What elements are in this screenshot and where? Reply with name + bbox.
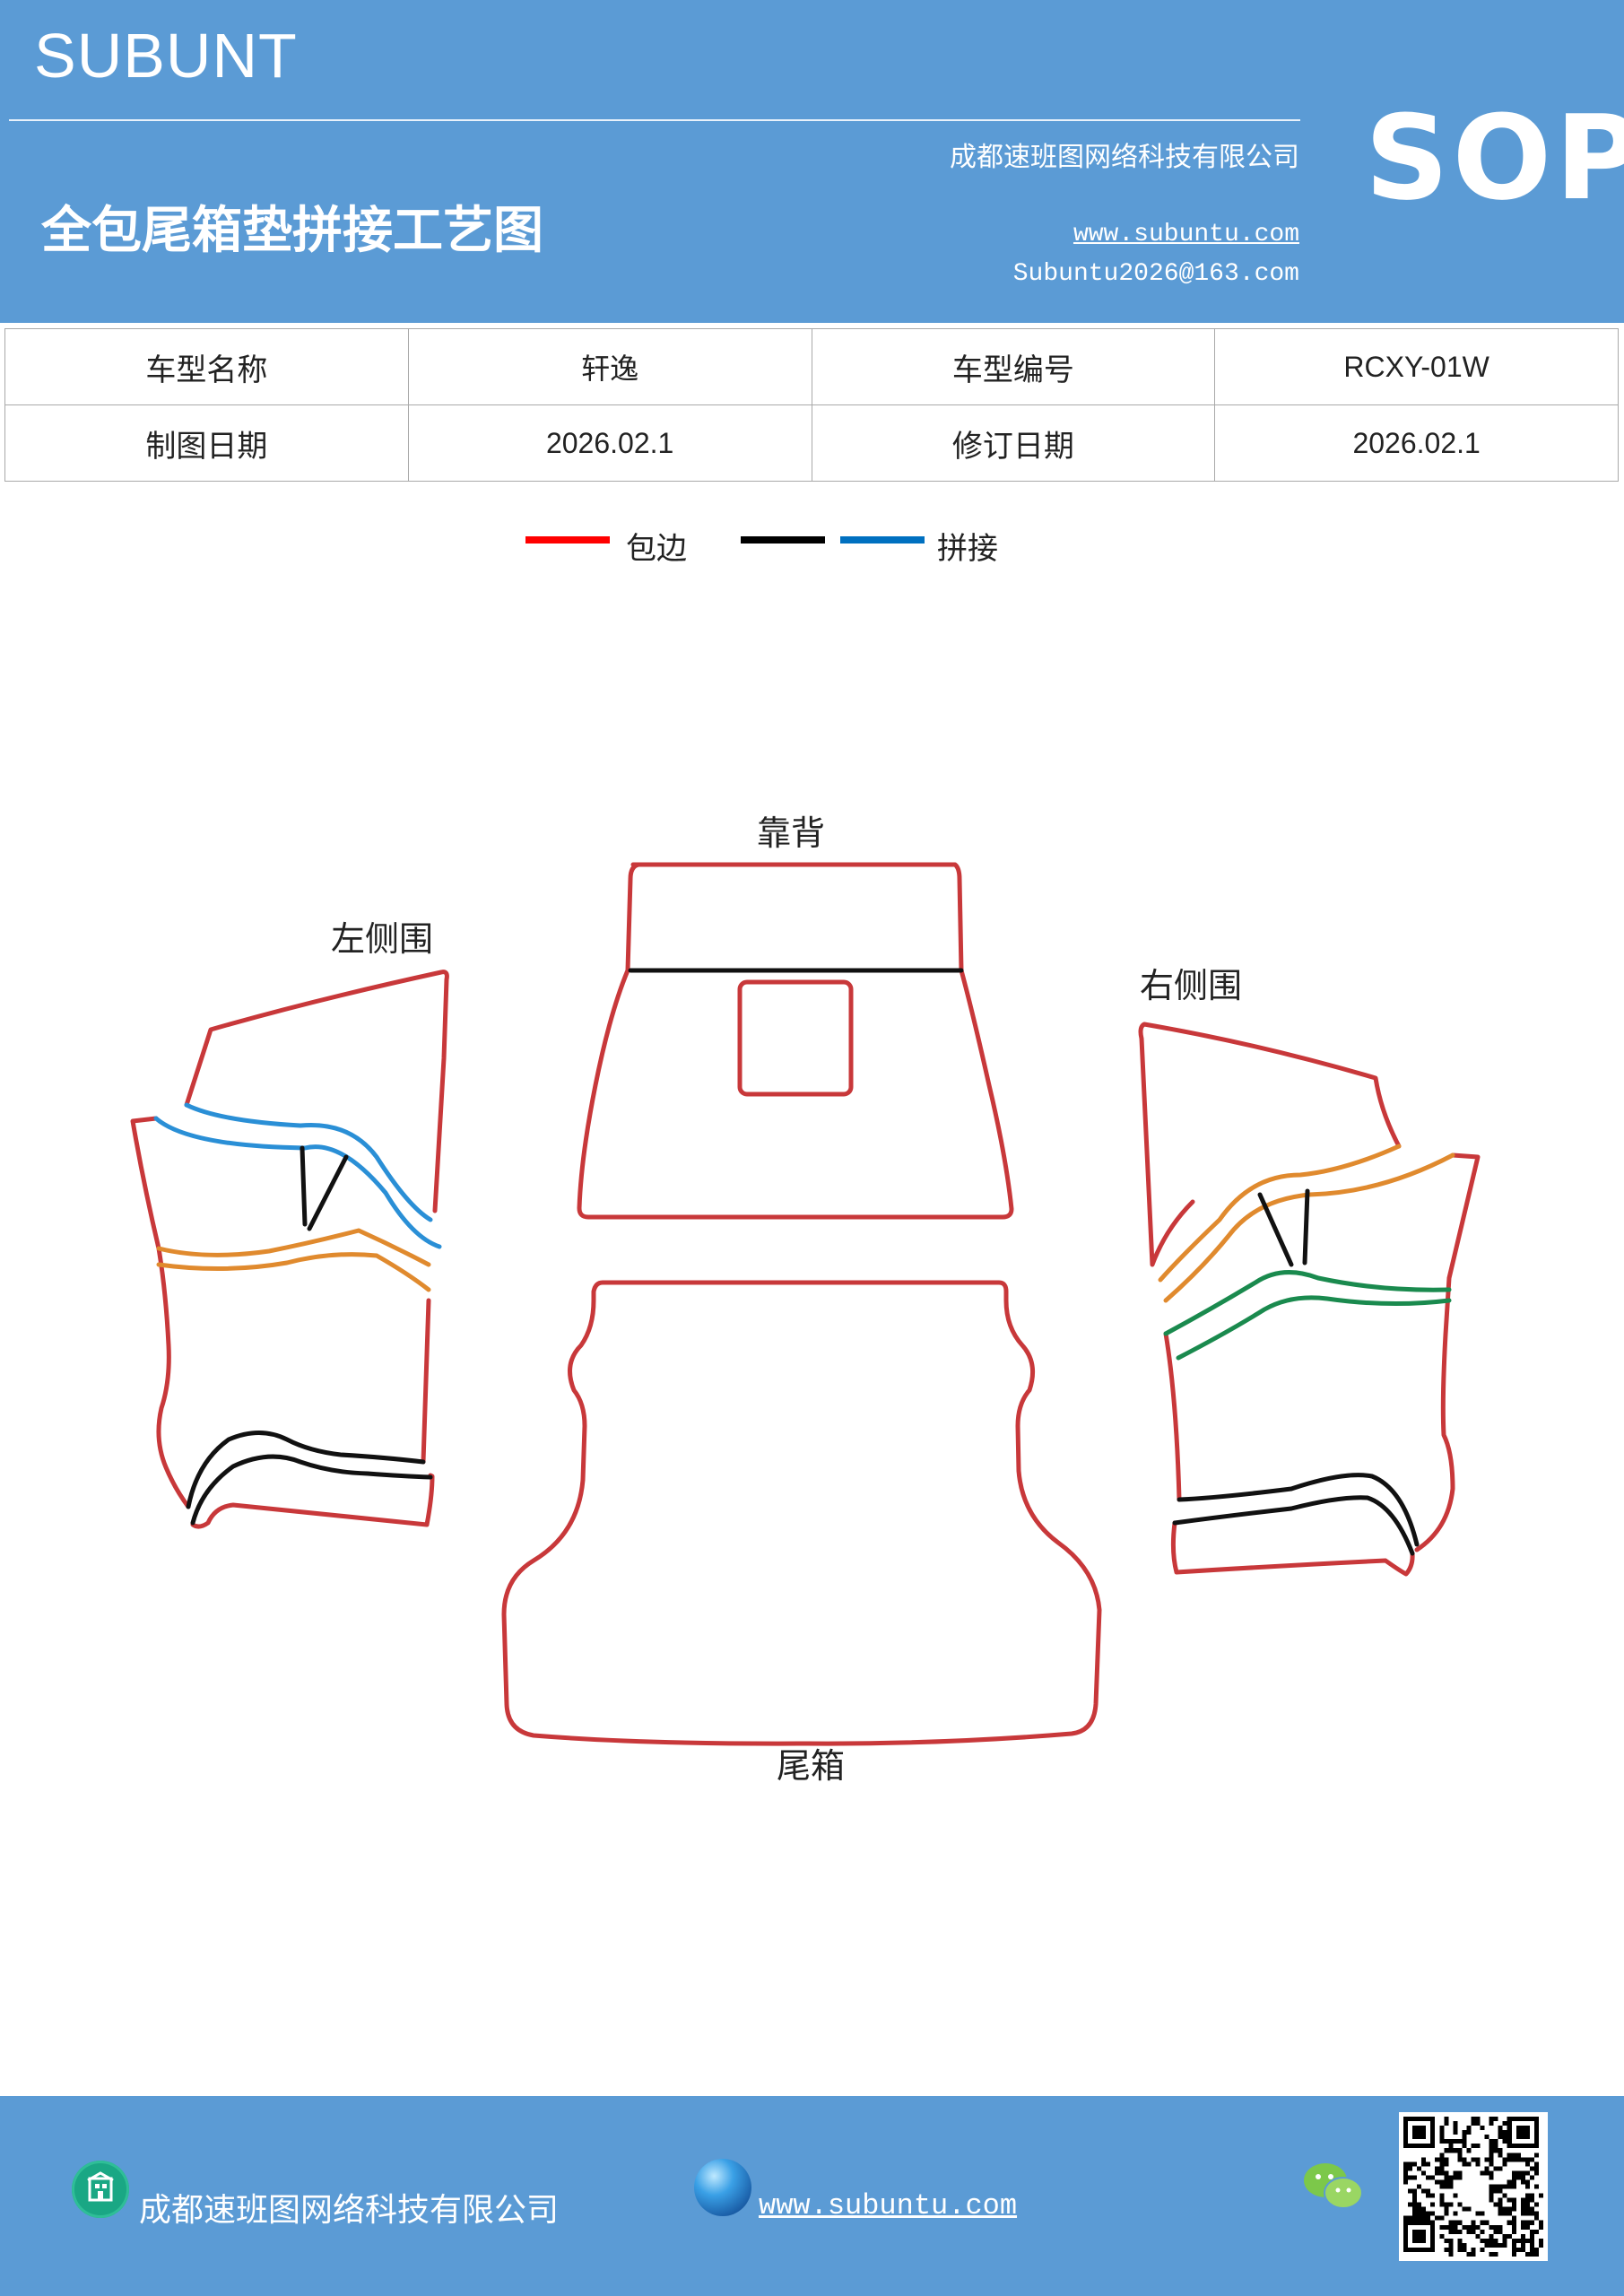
header-banner: SUBUNT 成都速班图网络科技有限公司 全包尾箱垫拼接工艺图 www.subu… [0, 0, 1624, 323]
globe-icon [694, 2159, 751, 2216]
header-email: Subuntu2026@163.com [1012, 260, 1299, 288]
legend: 包边 拼接 [0, 520, 1624, 574]
footer-company: 成都速班图网络科技有限公司 [139, 2192, 560, 2229]
label-left-side: 左侧围 [331, 919, 433, 959]
right-orange-seam [1158, 1144, 1455, 1303]
sop-badge: SOP [1365, 90, 1624, 226]
vehicle-info-table: 车型名称 轩逸 车型编号 RCXY-01W 制图日期 2026.02.1 修订日… [4, 328, 1619, 482]
brand-name: SUBUNT [34, 21, 298, 91]
table-label: 制图日期 [4, 404, 409, 482]
footer-banner: 成都速班图网络科技有限公司 www.subuntu.com [0, 2096, 1624, 2296]
table-label: 修订日期 [811, 404, 1216, 482]
left-orange-seam [156, 1228, 431, 1292]
trunk-panel [501, 1280, 1102, 1746]
table-row: 制图日期 2026.02.1 修订日期 2026.02.1 [4, 404, 1619, 482]
table-label: 车型编号 [811, 328, 1216, 405]
legend-swatch-black [741, 536, 825, 544]
label-trunk: 尾箱 [777, 1746, 845, 1786]
trunk-mat-diagram: 靠背 左侧围 右侧围 尾箱 [130, 813, 1481, 1786]
table-row: 车型名称 轩逸 车型编号 RCXY-01W [4, 328, 1619, 405]
table-value: 轩逸 [407, 328, 812, 405]
legend-swatch-seam [840, 536, 925, 544]
legend-label-seam: 拼接 [937, 531, 998, 567]
left-side-panel-bottom [190, 1473, 435, 1529]
right-side-panel-top [1138, 1022, 1402, 1267]
document-title: 全包尾箱垫拼接工艺图 [41, 202, 543, 260]
table-label: 车型名称 [4, 328, 409, 405]
right-black-bottom-seam [1172, 1473, 1420, 1556]
table-value: RCXY-01W [1214, 328, 1619, 405]
legend-swatch-edge [525, 536, 610, 544]
left-side-panel-top [184, 970, 449, 1213]
backrest-panel [577, 862, 1014, 1220]
left-side-panel-body [130, 1116, 431, 1509]
backrest-cutout [737, 979, 854, 1097]
table-value: 2026.02.1 [407, 404, 812, 482]
table-value: 2026.02.1 [1214, 404, 1619, 482]
header-divider [9, 119, 1300, 121]
left-black-seam [300, 1145, 349, 1231]
wechat-icon[interactable] [1302, 2159, 1365, 2213]
right-black-seam [1257, 1188, 1310, 1267]
header-company: 成都速班图网络科技有限公司 [950, 142, 1299, 173]
right-side-panel-body [1163, 1152, 1481, 1552]
qr-code [1399, 2112, 1548, 2261]
label-right-side: 右侧围 [1140, 966, 1242, 1005]
footer-website-link[interactable]: www.subuntu.com [759, 2189, 1018, 2222]
right-green-seam [1163, 1270, 1452, 1361]
building-icon [72, 2161, 129, 2218]
header-website-link[interactable]: www.subuntu.com [1073, 221, 1299, 248]
label-backrest: 靠背 [757, 813, 825, 853]
left-black-bottom-seam [186, 1431, 433, 1526]
right-side-panel-bottom [1170, 1520, 1415, 1577]
legend-label-edge: 包边 [626, 531, 687, 567]
left-blue-seam [153, 1102, 442, 1249]
